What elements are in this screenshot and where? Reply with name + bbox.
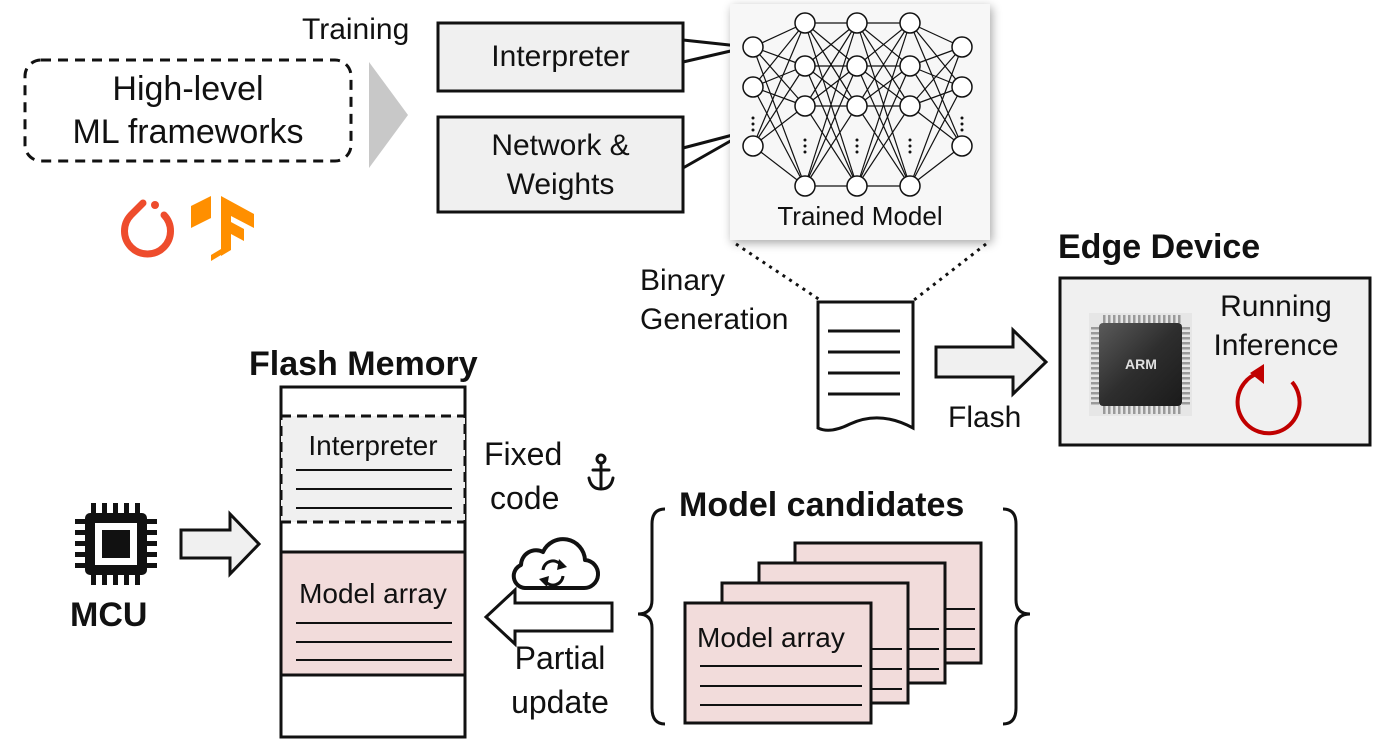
tensorflow-icon [191, 196, 254, 261]
pytorch-icon [121, 199, 174, 258]
mcu-label: MCU [70, 596, 148, 634]
trained-model-label: Trained Model [777, 201, 943, 231]
arm-chip-label: ARM [1125, 356, 1157, 372]
partial-update-arrow [483, 586, 614, 648]
running-line2: Inference [1213, 329, 1339, 362]
flash-arrow [934, 326, 1049, 398]
network-weights-box [436, 115, 685, 214]
edge-device-title: Edge Device [1058, 228, 1261, 266]
training-label: Training [302, 13, 410, 46]
arm-chip-icon [1089, 313, 1192, 416]
left-brace [637, 507, 666, 726]
candidate-card-label: Model array [697, 622, 845, 653]
flash-label: Flash [948, 401, 1022, 434]
mcu-arrow [179, 510, 262, 578]
cloud-sync-icon [511, 537, 601, 591]
binary-document-icon [816, 300, 915, 432]
flash-memory-title: Flash Memory [249, 345, 478, 383]
frameworks-line1: High-level [112, 70, 264, 108]
frameworks-line2: ML frameworks [72, 113, 304, 151]
anchor-icon [587, 453, 615, 491]
partial-update-line2: update [511, 684, 609, 720]
binary-generation-line2: Generation [640, 303, 789, 336]
frameworks-box [23, 58, 353, 163]
binary-generation-line1: Binary [640, 264, 726, 297]
flash-memory-stack [279, 385, 467, 739]
network-line2: Weights [506, 168, 615, 201]
right-brace [1002, 507, 1031, 726]
binary-dotted-left [735, 242, 821, 302]
interpreter-box [436, 21, 685, 93]
partial-update-line1: Partial [514, 640, 606, 676]
training-arrow [369, 62, 408, 168]
neural-network-graphic [742, 12, 973, 197]
model-candidate-cards [683, 541, 983, 725]
mcu-chip-icon [75, 503, 157, 585]
network-line1: Network & [491, 129, 630, 162]
running-line1: Running [1220, 290, 1332, 323]
model-candidates-title: Model candidates [679, 486, 965, 524]
binary-dotted-right [913, 242, 987, 302]
flash-interpreter-label: Interpreter [308, 430, 438, 461]
flash-model-array-label: Model array [299, 578, 447, 609]
fixed-code-line2: code [490, 480, 560, 516]
fixed-code-line1: Fixed [484, 436, 563, 472]
refresh-icon [1235, 364, 1302, 436]
interpreter-box-label: Interpreter [491, 40, 630, 73]
